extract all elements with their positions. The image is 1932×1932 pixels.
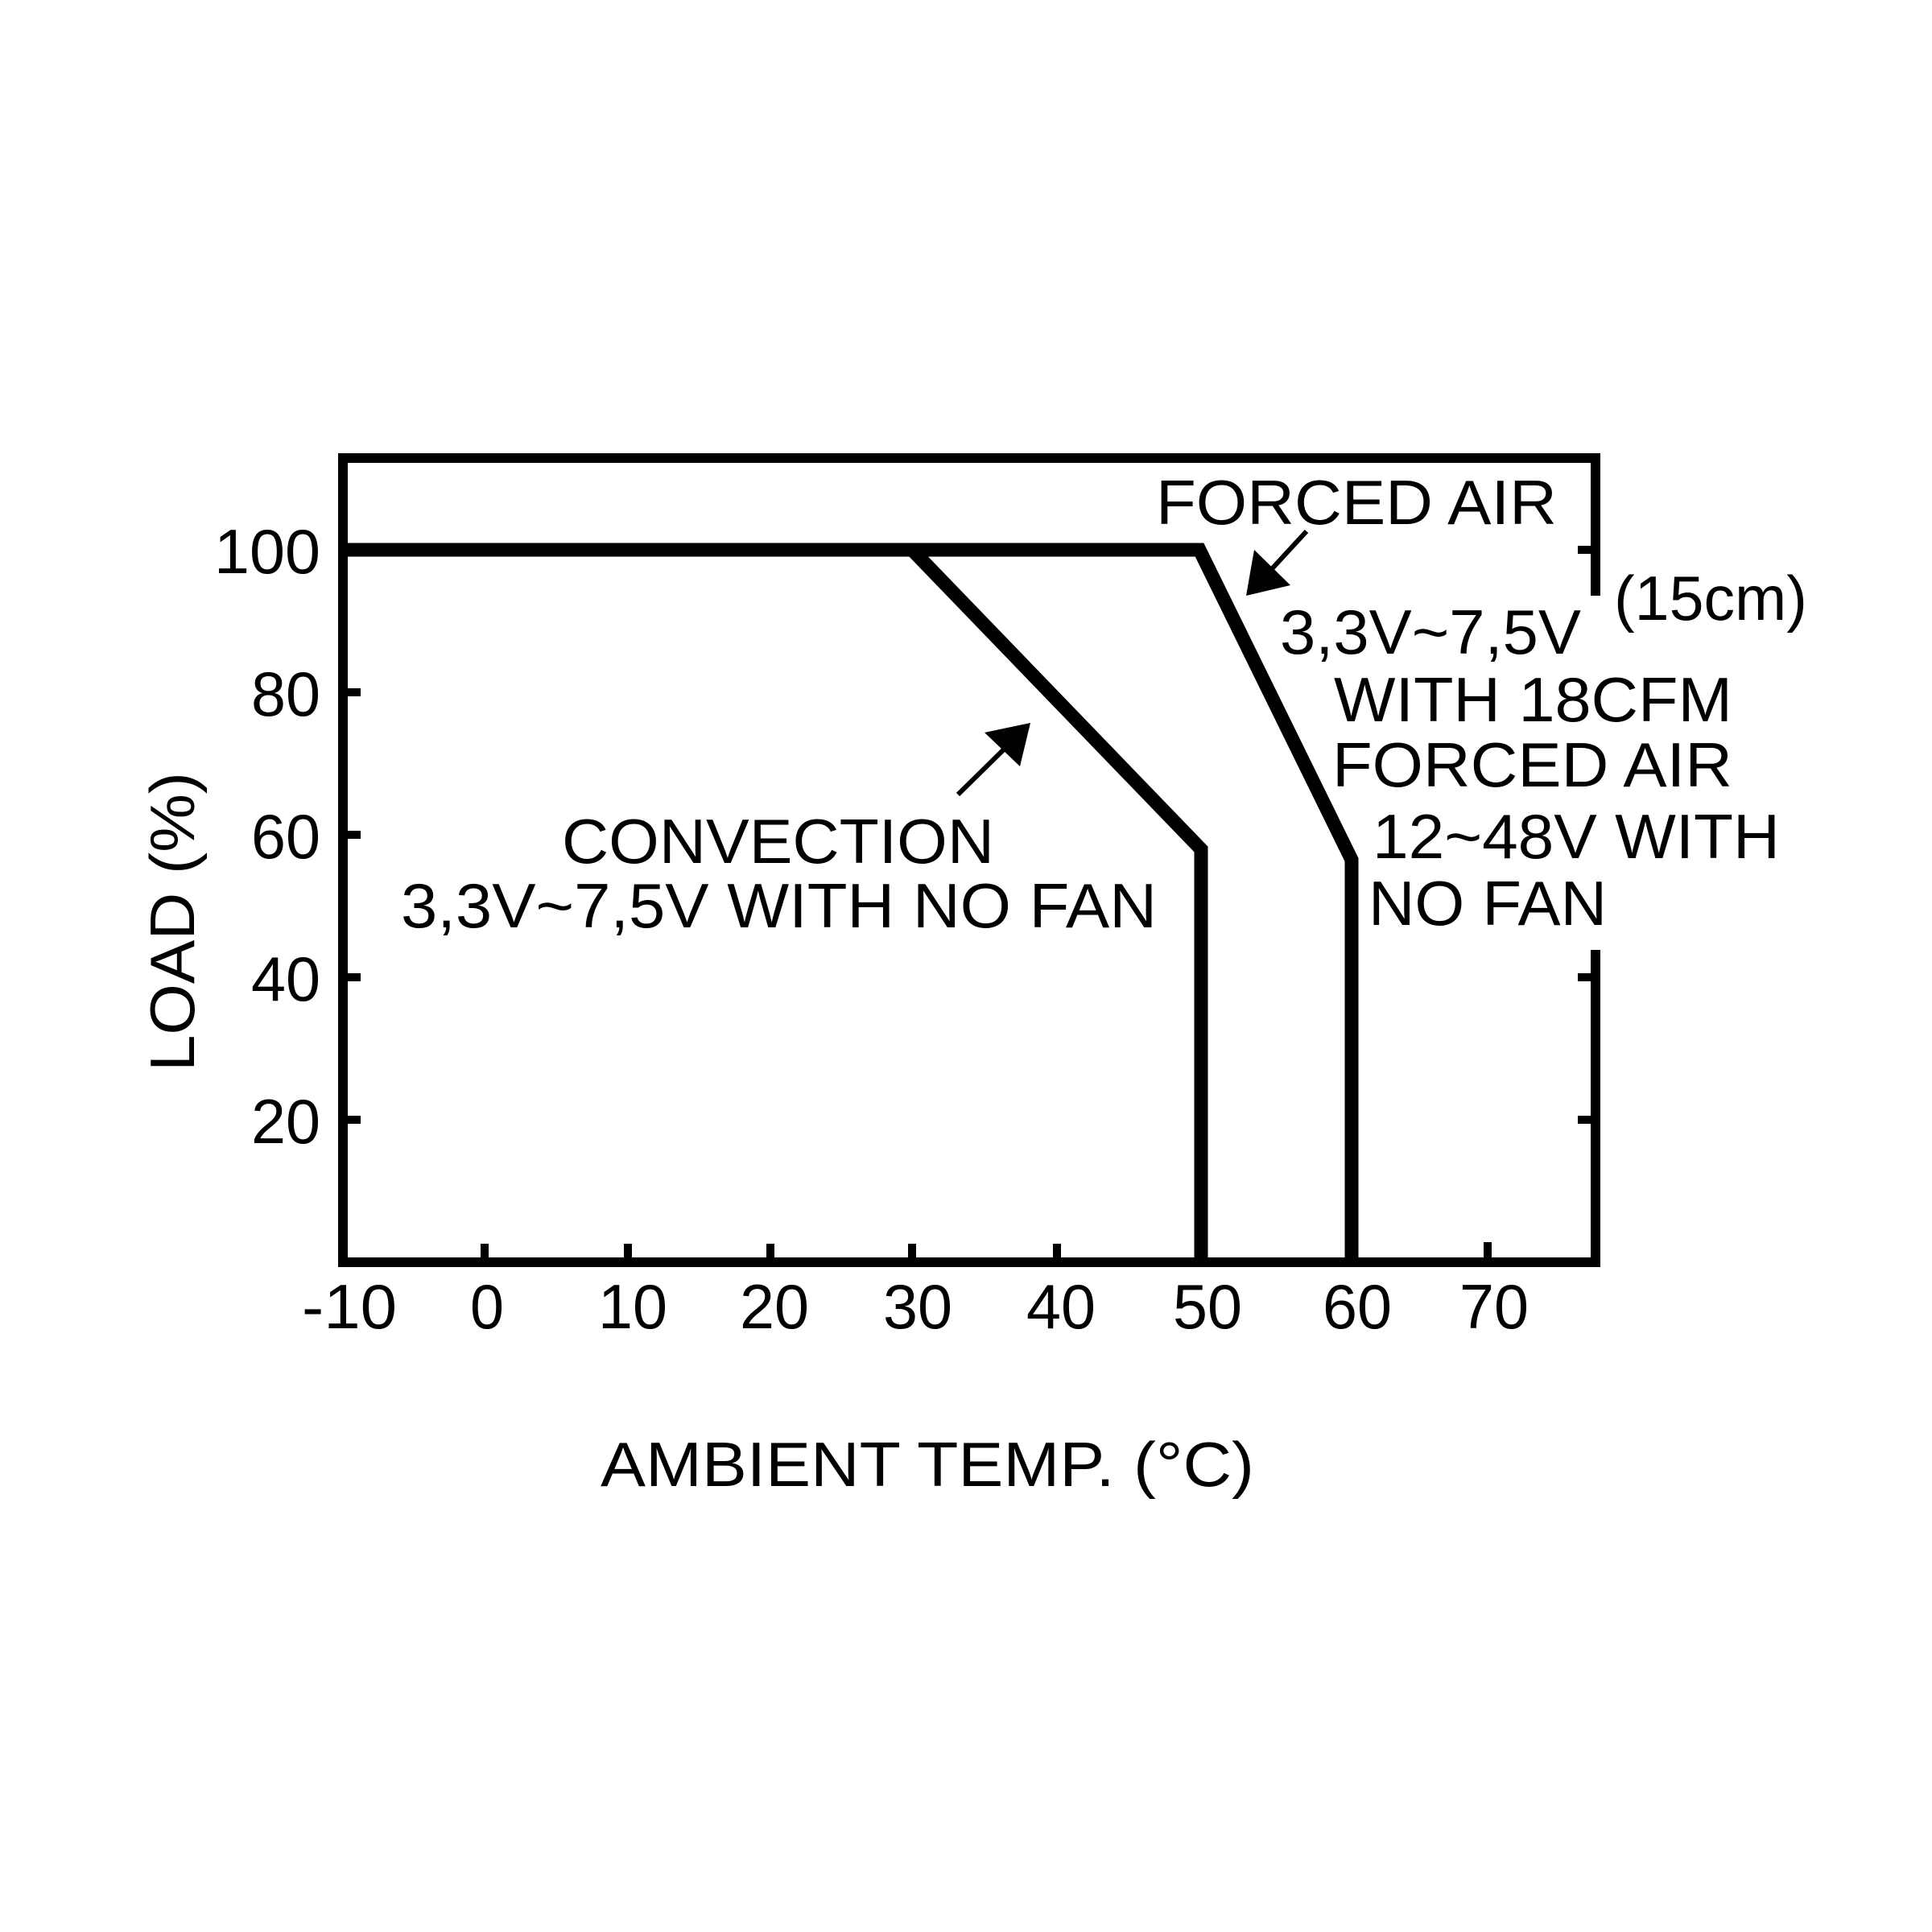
- x-tick-labels: -10 0 10 20 30 40 50 60 70: [302, 1271, 1529, 1342]
- y-tick-label-60: 60: [251, 801, 320, 872]
- y-tick-label-100: 100: [214, 516, 320, 587]
- x-tick-label-20: 20: [740, 1271, 809, 1342]
- x-tick-label-70: 70: [1459, 1271, 1529, 1342]
- x-ticks: [481, 1242, 1492, 1262]
- x-tick-label--10: -10: [302, 1271, 397, 1342]
- y-axis-title: LOAD (%): [137, 772, 208, 1071]
- forced-air-sub-label: FORCED AIR: [1332, 729, 1732, 800]
- x-tick-label-40: 40: [1026, 1271, 1096, 1342]
- convection-title-label: CONVECTION: [562, 806, 994, 877]
- forced-air-title-label: FORCED AIR: [1156, 467, 1557, 538]
- forced-air-voltage-label: 3,3V~7,5V: [1280, 597, 1581, 667]
- forced-air-distance-label: (15cm): [1614, 563, 1807, 634]
- forced-air-curve: [343, 543, 1359, 1262]
- x-axis-title: AMBIENT TEMP. (°C): [601, 1429, 1254, 1500]
- x-tick-label-50: 50: [1173, 1271, 1242, 1342]
- x-tick-label-0: 0: [470, 1271, 504, 1342]
- x-tick-label-60: 60: [1323, 1271, 1392, 1342]
- y-tick-label-80: 80: [251, 658, 320, 729]
- convection-desc-label: 3,3V~7,5V WITH NO FAN: [401, 870, 1157, 941]
- x-tick-label-30: 30: [883, 1271, 952, 1342]
- forced-air-cfm-label: WITH 18CFM: [1334, 664, 1732, 735]
- high-voltage-no-fan-label: NO FAN: [1368, 868, 1607, 939]
- y-tick-label-20: 20: [251, 1086, 320, 1157]
- high-voltage-label: 12~48V WITH: [1373, 801, 1780, 872]
- y-tick-labels: 100 80 60 40 20: [214, 516, 320, 1157]
- convection-arrow-icon: [956, 723, 1030, 797]
- y-ticks: [343, 546, 1596, 1124]
- forced-air-arrow-icon: [1246, 529, 1309, 596]
- x-tick-label-10: 10: [598, 1271, 667, 1342]
- y-tick-label-40: 40: [251, 943, 320, 1014]
- plot-frame: [338, 453, 1600, 1267]
